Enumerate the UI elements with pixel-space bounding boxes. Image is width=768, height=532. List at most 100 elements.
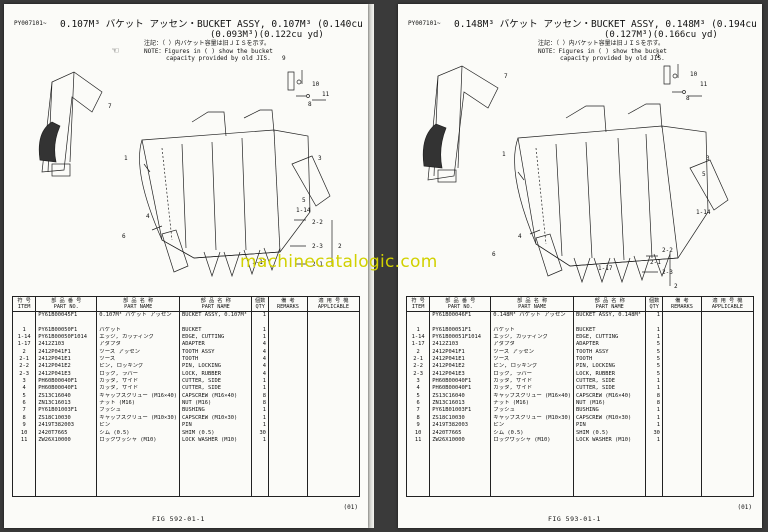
part-number bbox=[35, 473, 98, 481]
quantity: 5 bbox=[645, 348, 663, 357]
part-name-en: CAPSCREW (M10×30) bbox=[573, 414, 647, 423]
callout-8: 8 bbox=[308, 101, 312, 108]
part-name-en: PIN, LOCKING bbox=[573, 363, 647, 371]
part-number bbox=[429, 488, 492, 497]
quantity: 8 bbox=[251, 392, 269, 401]
part-number bbox=[35, 466, 98, 474]
part-number: 2420T7665 bbox=[429, 429, 492, 437]
applicable bbox=[700, 407, 755, 415]
item-code: 6 bbox=[11, 400, 37, 408]
part-name-en bbox=[573, 473, 647, 481]
remarks bbox=[267, 341, 308, 349]
applicable bbox=[306, 473, 361, 481]
bucket-body bbox=[514, 103, 709, 267]
part-number: PY61B00046F1 bbox=[429, 311, 492, 320]
callout-4: 4 bbox=[146, 213, 150, 220]
callout-4: 4 bbox=[518, 233, 522, 240]
remarks bbox=[267, 356, 308, 364]
side-cutters bbox=[535, 159, 729, 277]
item-code: 10 bbox=[11, 429, 37, 437]
part-name-en bbox=[179, 480, 253, 489]
item-code: 1-17 bbox=[11, 341, 37, 349]
applicable bbox=[306, 392, 361, 401]
part-name-jp: ロックワッシャ (M10) bbox=[96, 436, 181, 445]
part-number: PY61B00051F1 bbox=[429, 326, 492, 335]
page-header: PY007101~ 0.107M³ バケット アッセン・BUCKET ASSY,… bbox=[14, 14, 368, 54]
applicable bbox=[700, 326, 755, 335]
part-name-en bbox=[573, 444, 647, 452]
quantity bbox=[645, 451, 663, 459]
remarks bbox=[267, 378, 308, 386]
item-code: 1-17 bbox=[405, 341, 431, 349]
remarks bbox=[661, 348, 702, 357]
part-name-jp: ツース bbox=[96, 356, 181, 364]
part-name-en: CAPSCREW (M16×40) bbox=[573, 392, 647, 401]
item-code: 1-14 bbox=[405, 334, 431, 342]
part-number: PH60B00040F1 bbox=[429, 385, 492, 393]
quantity: 4 bbox=[251, 348, 269, 357]
remarks bbox=[267, 480, 308, 489]
quantity: 5 bbox=[645, 341, 663, 349]
applicable bbox=[306, 341, 361, 349]
part-name-en: NUT (M16) bbox=[573, 400, 647, 408]
quantity: 1 bbox=[251, 407, 269, 415]
applicable bbox=[700, 444, 755, 452]
callout-6: 6 bbox=[122, 233, 126, 240]
part-name-jp: 0.148M³ バケット アッセン bbox=[490, 311, 575, 320]
quantity: 1 bbox=[251, 326, 269, 335]
remarks bbox=[267, 392, 308, 401]
quantity bbox=[645, 458, 663, 467]
item-code: 9 bbox=[405, 422, 431, 430]
remarks bbox=[267, 311, 308, 320]
applicable bbox=[306, 319, 361, 327]
item-code: 5 bbox=[11, 392, 37, 401]
item-code: 9 bbox=[11, 422, 37, 430]
part-name-jp bbox=[490, 444, 575, 452]
page-title-sub: (0.127M³)(0.166cu yd) bbox=[604, 30, 718, 40]
part-name-en: LOCK, RUBBER bbox=[179, 370, 253, 379]
part-number: PY61B01003F1 bbox=[35, 407, 98, 415]
item-code bbox=[11, 488, 37, 497]
callout-5: 5 bbox=[302, 197, 306, 204]
table-row bbox=[405, 480, 755, 489]
item-code: 8 bbox=[405, 414, 431, 423]
side-cutters bbox=[161, 155, 331, 273]
quantity: 1 bbox=[645, 334, 663, 342]
item-code bbox=[405, 451, 431, 459]
part-number: 2412Z103 bbox=[429, 341, 492, 349]
callout-1-17: 1-17 bbox=[598, 265, 613, 272]
teeth bbox=[573, 253, 671, 284]
remarks bbox=[267, 370, 308, 379]
callout-8: 8 bbox=[686, 95, 690, 102]
part-number: 2420T7665 bbox=[35, 429, 98, 437]
hardware bbox=[517, 64, 702, 235]
callout-9: 9 bbox=[656, 53, 660, 60]
part-name-jp: バケット bbox=[490, 326, 575, 335]
part-name-en: PIN, LOCKING bbox=[179, 363, 253, 371]
part-name-en bbox=[179, 458, 253, 467]
serial-prefix: PY007101~ bbox=[14, 20, 47, 27]
table-row bbox=[405, 488, 755, 497]
part-number: ZW26X10000 bbox=[35, 436, 98, 445]
part-number bbox=[429, 458, 492, 467]
remarks bbox=[267, 436, 308, 445]
callout-2-3: 2-3 bbox=[662, 269, 673, 276]
quantity bbox=[251, 319, 269, 327]
callout-3: 3 bbox=[318, 155, 322, 162]
part-number bbox=[35, 488, 98, 497]
part-name-en: TOOTH ASSY bbox=[179, 348, 253, 357]
applicable bbox=[306, 326, 361, 335]
remarks bbox=[267, 488, 308, 497]
applicable bbox=[306, 422, 361, 430]
part-number: 2412P041F1 bbox=[429, 348, 492, 357]
part-name-en bbox=[573, 488, 647, 497]
part-name-jp bbox=[490, 458, 575, 467]
